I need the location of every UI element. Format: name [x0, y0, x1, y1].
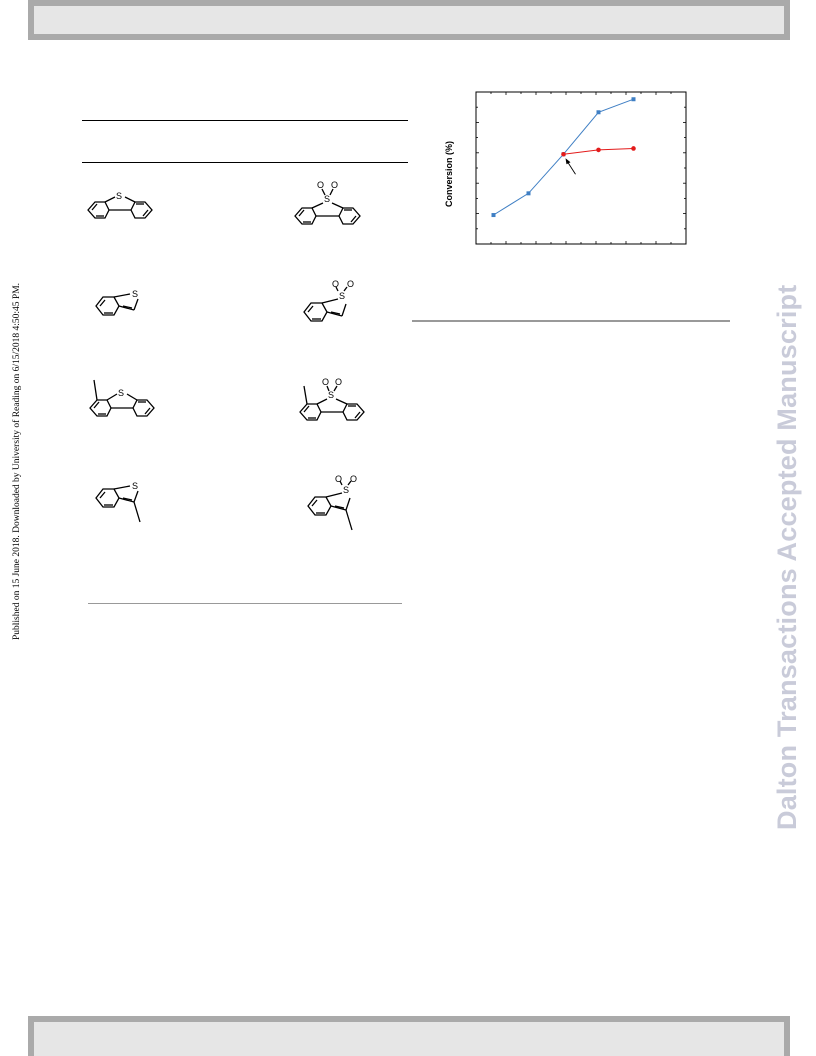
footer-bar: [28, 1016, 790, 1056]
data-point-circle: [631, 146, 636, 151]
sulfur-label: S: [118, 388, 124, 398]
oxygen-label: O: [332, 279, 339, 289]
y-axis-label: Conversion (%): [444, 141, 454, 207]
chart-points: [491, 97, 636, 218]
sulfur-label: S: [116, 191, 122, 201]
molecule-methyldibenzothiophene-sulfone: S O O: [294, 374, 370, 432]
table-bottom-rule: [88, 603, 402, 604]
molecule-dibenzothiophene-sulfone: S O O: [290, 178, 366, 236]
data-point-square: [631, 97, 636, 102]
oxygen-label: O: [317, 180, 324, 190]
sulfur-label: S: [132, 481, 138, 491]
oxygen-label: O: [322, 377, 329, 387]
molecule-methylbenzothiophene-sulfone: S O O: [304, 474, 368, 538]
molecule-benzothiophene: S: [92, 284, 152, 328]
data-point-square: [526, 191, 531, 196]
plot-area-border: [475, 91, 687, 245]
data-point-square: [596, 110, 601, 115]
header-bar: [28, 0, 790, 40]
chart-annotation: [565, 158, 576, 175]
figure-bottom-rule: [412, 320, 730, 322]
table-header-rule: [82, 162, 408, 164]
oxygen-label: O: [335, 474, 342, 484]
sulfur-label: S: [343, 485, 349, 495]
header-bar-inner: [34, 6, 784, 34]
data-point-square: [491, 213, 496, 218]
conversion-chart: Conversion (%): [444, 91, 687, 245]
molecule-dibenzothiophene: S: [84, 188, 156, 232]
data-point-circle: [561, 151, 566, 157]
chart-frame: [475, 91, 687, 245]
chart-ticks: [475, 91, 687, 245]
annotation-arrow-head: [565, 158, 571, 165]
molecule-methyldibenzothiophene: S: [84, 374, 160, 430]
oxygen-label: O: [335, 377, 342, 387]
oxygen-label: O: [331, 180, 338, 190]
table-top-rule: [82, 120, 408, 122]
data-point-circle: [596, 147, 601, 153]
series-line-1: [493, 98, 634, 216]
chart-lines: [493, 98, 634, 216]
molecule-methylbenzothiophene: S: [92, 476, 152, 530]
publication-note-text: Published on 15 June 2018. Downloaded by…: [12, 282, 22, 640]
sulfur-label: S: [339, 291, 345, 301]
watermark-text: Dalton Transactions Accepted Manuscript: [772, 284, 802, 830]
oxygen-label: O: [350, 474, 357, 484]
sulfur-label: S: [132, 289, 138, 299]
watermark: Dalton Transactions Accepted Manuscript: [770, 220, 810, 840]
footer-bar-inner: [34, 1022, 784, 1056]
molecule-benzothiophene-sulfone: S O O: [300, 278, 364, 332]
sulfur-label: S: [328, 390, 334, 400]
oxygen-label: O: [347, 279, 354, 289]
sulfur-label: S: [324, 194, 330, 204]
